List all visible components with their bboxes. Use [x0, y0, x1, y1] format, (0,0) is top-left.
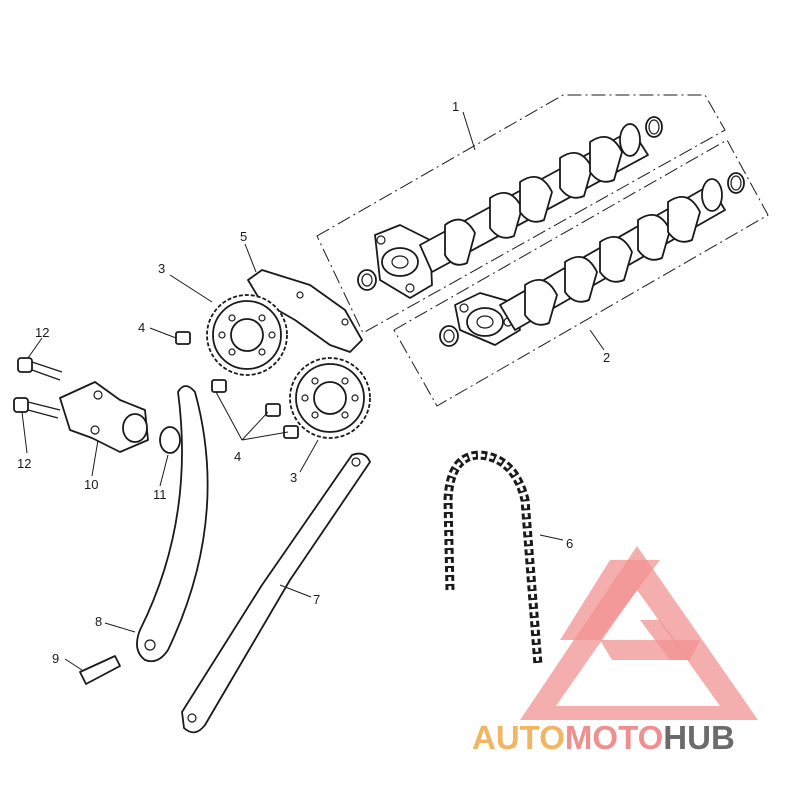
callout-1: 1: [452, 99, 459, 114]
tensioner-o-ring: [159, 426, 181, 454]
callout-2: 2: [603, 350, 610, 365]
watermark-logo: [520, 546, 758, 720]
callout-12-lower: 12: [17, 456, 31, 471]
tensioner-bolts: [13, 357, 63, 419]
sprocket-bolts: [175, 331, 299, 439]
callout-9: 9: [52, 651, 59, 666]
chain-tensioner: [59, 381, 149, 453]
callout-8: 8: [95, 614, 102, 629]
callout-3-lower: 3: [290, 470, 297, 485]
callout-4-lower: 4: [234, 449, 241, 464]
watermark-hub: HUB: [663, 719, 735, 756]
camshaft-2: [439, 172, 745, 347]
camshaft-2-group-outline: [393, 139, 769, 407]
fixed-chain-guide: [181, 452, 371, 734]
cam-sprocket-upper: [206, 294, 288, 376]
cam-sprocket-lower: [289, 357, 371, 439]
watermark-auto: AUTO: [472, 719, 565, 756]
callout-5: 5: [240, 229, 247, 244]
watermark-text: AUTOMOTOHUB: [472, 719, 735, 756]
camshaft-1-group-outline: [316, 94, 726, 334]
callout-4-upper: 4: [138, 320, 145, 335]
callout-12-upper: 12: [35, 325, 49, 340]
timing-chain: [443, 450, 543, 666]
tensioner-blade: [136, 385, 209, 663]
watermark-moto: MOTO: [565, 719, 663, 756]
callout-6: 6: [566, 536, 573, 551]
callouts: 1 2 3 3 4 4 5 6 7 8 9 10 11 12 12: [17, 99, 610, 666]
camshaft-1: [357, 116, 663, 299]
callout-3-upper: 3: [158, 261, 165, 276]
guide-pin: [79, 655, 121, 685]
callout-10: 10: [84, 477, 98, 492]
leader-lines: [21, 111, 605, 671]
callout-11: 11: [153, 487, 167, 502]
callout-7: 7: [313, 592, 320, 607]
